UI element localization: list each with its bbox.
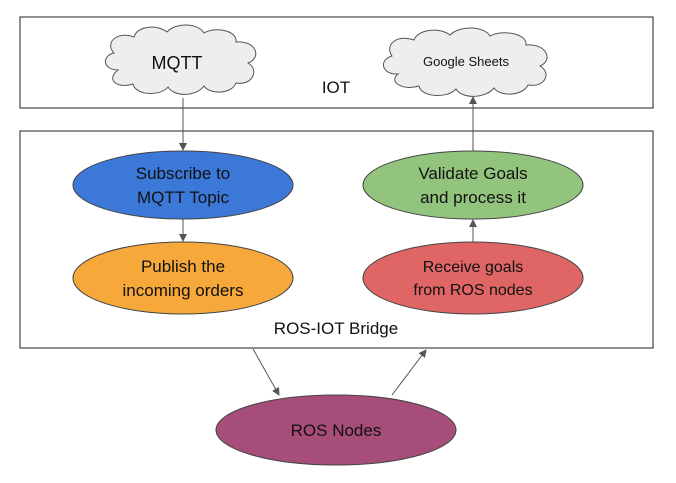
subscribe-label-line-1: Subscribe to	[136, 164, 231, 183]
validate-label-line-1: Validate Goals	[418, 164, 527, 183]
arrow-bridge-to-ros-nodes	[252, 348, 280, 396]
mqtt-cloud-shape	[105, 24, 257, 95]
receive-label-line-1: Receive goals	[423, 259, 524, 276]
validate-ellipse	[362, 150, 584, 220]
mqtt-label: MQTT	[152, 53, 203, 73]
ros-nodes-ellipse	[215, 394, 457, 466]
ros-nodes-node: ROS Nodes	[215, 394, 457, 466]
ros-nodes-label: ROS Nodes	[291, 421, 382, 440]
publish-label-line-1: Publish the	[141, 257, 225, 276]
arrow-ros-nodes-to-bridge	[391, 349, 427, 396]
mqtt-cloud: MQTT	[105, 24, 257, 95]
publish-label-line-2: incoming orders	[123, 281, 244, 300]
publish-node: Publish the incoming orders	[72, 241, 294, 315]
subscribe-label-line-2: MQTT Topic	[137, 188, 229, 207]
publish-ellipse	[72, 241, 294, 315]
bridge-label: ROS-IOT Bridge	[274, 319, 398, 338]
arrows	[179, 96, 477, 396]
receive-label-line-2: from ROS nodes	[413, 282, 532, 299]
subscribe-node: Subscribe to MQTT Topic	[72, 150, 294, 220]
validate-node: Validate Goals and process it	[362, 150, 584, 220]
google-sheets-cloud-shape	[383, 27, 548, 97]
iot-label: IOT	[322, 78, 350, 97]
receive-node: Receive goals from ROS nodes	[362, 241, 584, 315]
validate-label-line-2: and process it	[420, 188, 526, 207]
google-sheets-label: Google Sheets	[423, 54, 510, 69]
subscribe-ellipse	[72, 150, 294, 220]
google-sheets-cloud: Google Sheets	[383, 27, 548, 97]
receive-ellipse	[362, 241, 584, 315]
